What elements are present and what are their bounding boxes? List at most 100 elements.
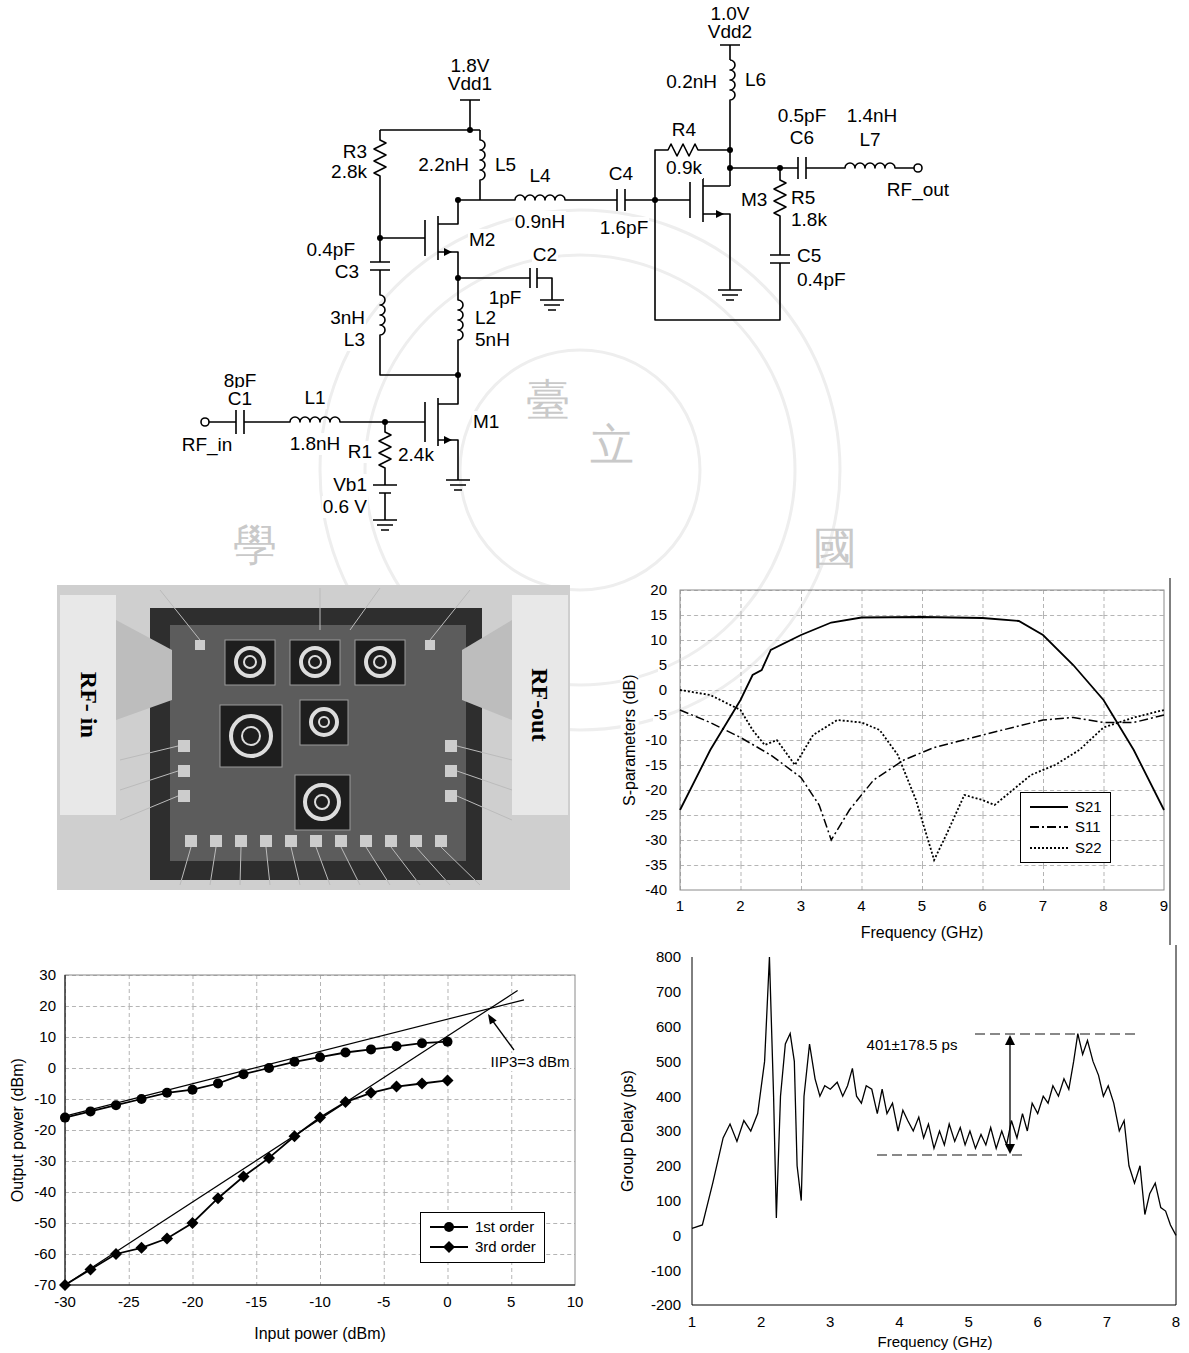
watermark: 臺 [525,375,571,426]
iip3-chart [366,1044,376,1054]
group-delay-chart [1009,1040,1010,1149]
s-parameter-chart [1170,578,1171,945]
iip3-chart [111,1100,121,1110]
component-label: M3 [740,189,768,211]
iip3-chart [188,1085,198,1095]
chip-photo [120,588,512,885]
iip3-chart [314,1112,326,1124]
component-label: R5 [790,187,816,209]
s-parameter-chart [680,710,1164,840]
axis-tick: -60 [33,1245,57,1262]
chip-photo [355,640,405,685]
chip-photo [310,835,322,847]
chip-photo [335,835,347,847]
chip-photo [445,740,457,752]
axis-tick: 400 [655,1088,682,1105]
legend-text: 1st order [475,1217,534,1237]
watermark: 學 [232,520,278,571]
circuit-schematic [444,248,452,256]
component-label: 0.9nH [514,211,567,233]
iip3-chart [187,1217,199,1229]
component-label: 1.4nH [846,105,899,127]
axis-tick: -30 [53,1293,77,1310]
axis-tick: -5 [376,1293,391,1310]
chip-photo [385,835,397,847]
axis-tick: 7 [1038,897,1048,914]
chip-photo [180,847,480,885]
circuit-schematic [458,195,617,200]
chip-photo [231,648,394,819]
circuit-schematic [655,178,730,290]
annotation: 401±178.5 ps [866,1036,959,1053]
axis-title: Group Delay (ps) [619,1069,637,1193]
chip-photo [236,648,264,676]
axis-tick: -20 [33,1121,57,1138]
iip3-chart [162,1088,172,1098]
axis-tick: 5 [506,1293,516,1310]
legend-sample [429,1220,469,1234]
axis-tick: 3 [796,897,806,914]
circuit-schematic [444,436,452,444]
chip-photo [435,835,447,847]
annotation: IIP3=3 dBm [490,1053,571,1070]
circuit-schematic [652,197,658,203]
component-label: L3 [343,329,366,351]
iip3-chart [137,1094,147,1104]
component-label: M1 [472,411,500,433]
axis-tick: 10 [649,631,668,648]
axis-tick: 5 [658,656,668,673]
chip-photo [305,785,339,819]
circuit-schematic [201,45,922,530]
iip3-chart [290,1057,300,1067]
component-label: 1pF [488,287,523,309]
axis-tick: 8 [1171,1313,1181,1330]
component-label: C6 [789,127,815,149]
chip-photo [225,640,275,685]
iip3-chart [488,1014,497,1025]
legend-sample [429,1240,469,1254]
iip3-chart [65,975,66,1285]
circuit-schematic [730,157,806,179]
iip3-chart [60,1113,70,1123]
chip-photo [57,585,570,890]
chip-photo [220,640,405,830]
legend-line [1030,806,1068,808]
chip-photo [150,608,482,880]
axis-tick: -35 [644,856,668,873]
iip3-chart [86,1106,96,1116]
chip-photo [60,595,116,815]
axis-tick: 500 [655,1053,682,1070]
circuit-schematic [467,127,473,133]
group-delay-chart [975,1033,1137,1035]
iip3-chart [391,1081,403,1093]
chart-legend: S21S11S22 [1020,792,1111,863]
legend-text: S21 [1075,797,1102,817]
chip-photo [178,740,190,752]
axis-tick: 7 [1102,1313,1112,1330]
chip-photo [170,625,466,861]
axis-tick: -50 [33,1214,57,1231]
legend-marker [444,1222,454,1232]
axis-tick: 4 [856,897,866,914]
circuit-schematic [777,165,783,171]
chip-photo [260,835,272,847]
axis-tick: -20 [644,781,668,798]
legend-text: S22 [1075,838,1102,858]
chip-photo [220,705,282,767]
s-parameter-chart [680,590,1164,890]
circuit-schematic [655,144,730,200]
axis-tick: -40 [33,1183,57,1200]
component-label: 5nH [474,329,511,351]
legend-entry: S21 [1029,797,1102,817]
s-parameter-chart [680,617,1164,810]
circuit-schematic [727,165,733,171]
axis-tick: -10 [644,731,668,748]
circuit-schematic [446,480,470,490]
component-label: R3 [342,141,368,163]
component-label: 1.8k [790,209,828,231]
component-label: 2.4k [397,444,435,466]
legend-entry: S11 [1029,817,1102,837]
iip3-chart [59,975,575,1291]
axis-tick: 6 [977,897,987,914]
component-label: L2 [474,307,497,329]
